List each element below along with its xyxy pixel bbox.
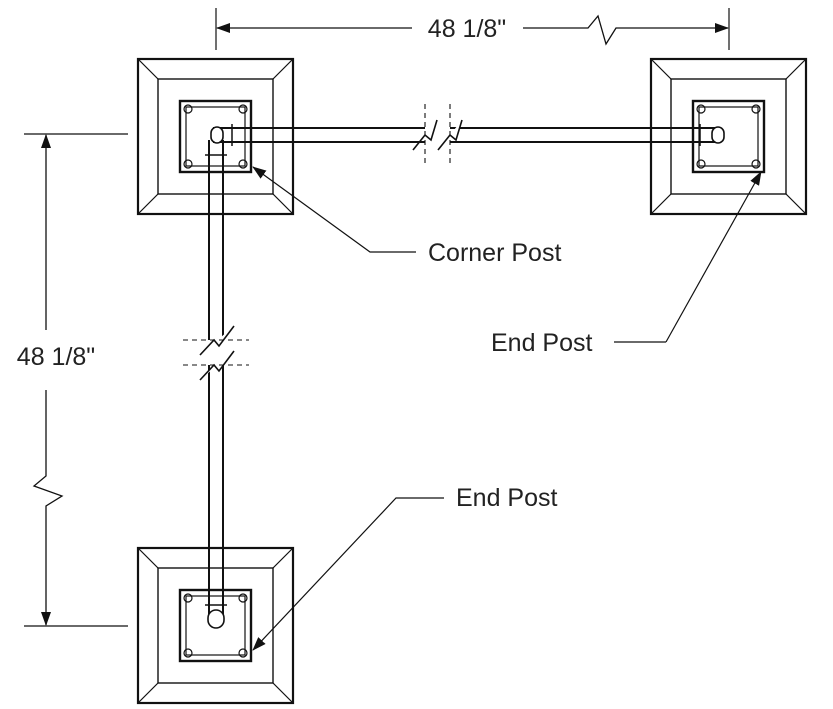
- horizontal-rail: [210, 104, 725, 166]
- callout-leaders: [252, 166, 762, 651]
- end-post-bottom: [136, 546, 295, 705]
- vertical-dimension: [24, 133, 128, 627]
- corner-post-label: Corner Post: [428, 239, 561, 267]
- horizontal-dimension-label: 48 1/8": [428, 15, 506, 43]
- vertical-rail: [183, 140, 249, 629]
- end-post-right-label: End Post: [491, 329, 593, 357]
- horizontal-dimension: [215, 8, 730, 50]
- vertical-dimension-label: 48 1/8": [17, 343, 95, 371]
- end-post-bottom-label: End Post: [456, 484, 558, 512]
- end-post-right: [649, 57, 808, 216]
- corner-post: [136, 57, 295, 216]
